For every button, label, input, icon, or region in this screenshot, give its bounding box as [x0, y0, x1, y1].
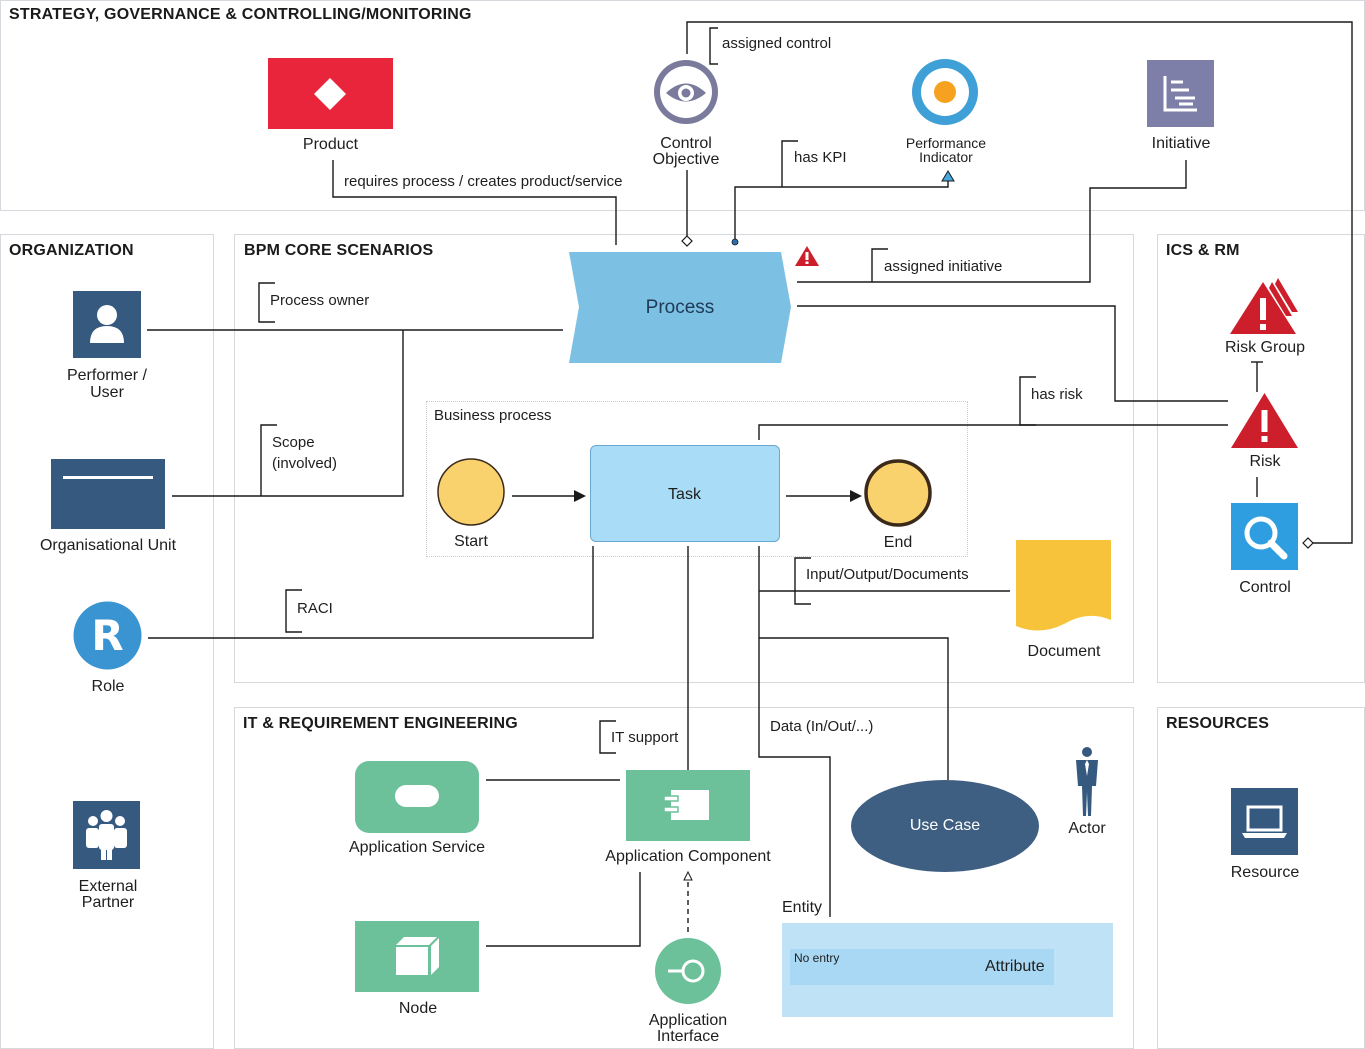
- use-case-label: Use Case: [909, 817, 981, 834]
- start-label: Start: [454, 533, 488, 550]
- edge-process-risk: [797, 305, 1228, 402]
- edge-assigned-control: [686, 21, 1353, 544]
- use-case-shape[interactable]: Use Case: [851, 780, 1039, 872]
- has-kpi-label: has KPI: [794, 149, 847, 166]
- process-label: Process: [645, 297, 715, 318]
- performer-label-1: Performer /: [66, 367, 147, 384]
- task-label: Task: [668, 486, 701, 503]
- product-label: Product: [302, 136, 359, 153]
- app-component-label: Application Component: [605, 848, 771, 865]
- app-service-icon[interactable]: [355, 761, 479, 833]
- ics-title: ICS & RM: [1166, 242, 1240, 259]
- it-support-label: IT support: [611, 729, 679, 746]
- edge-assigned-initiative: [797, 160, 1187, 283]
- app-interface-icon[interactable]: [654, 937, 722, 1005]
- edge-raci: [148, 546, 594, 639]
- document-label: Document: [1027, 643, 1101, 660]
- performance-indicator-label-2: Indicator: [919, 149, 973, 165]
- app-interface-label-1: Application: [648, 1012, 728, 1029]
- control-objective-label-2: Objective: [652, 151, 720, 168]
- risk-icon[interactable]: [1231, 393, 1298, 448]
- marker-kpi: [941, 170, 955, 182]
- control-label: Control: [1239, 579, 1291, 596]
- risk-group-icon[interactable]: [1230, 278, 1300, 334]
- edge-node-component: [486, 872, 641, 947]
- process-shape[interactable]: Process: [569, 252, 791, 363]
- start-event[interactable]: [436, 457, 506, 527]
- resources-title: RESOURCES: [1166, 715, 1270, 732]
- process-risk-warning-icon: [795, 246, 819, 266]
- node-icon[interactable]: [355, 921, 479, 992]
- entity-table[interactable]: No entry Attribute: [782, 923, 1113, 1017]
- process-owner-label: Process owner: [270, 292, 370, 309]
- attribute-row[interactable]: [790, 949, 1054, 985]
- attribute-label: Attribute: [985, 958, 1045, 975]
- eye-icon[interactable]: [652, 58, 720, 126]
- role-label: Role: [91, 678, 125, 695]
- app-component-icon[interactable]: [626, 770, 750, 841]
- document-icon[interactable]: [1016, 540, 1111, 635]
- marker-control: [1302, 537, 1314, 549]
- role-icon[interactable]: R: [73, 601, 142, 670]
- arrowhead-start-task: [574, 490, 586, 502]
- app-service-label: Application Service: [348, 839, 486, 856]
- laptop-icon[interactable]: [1231, 788, 1298, 855]
- bpm-title: BPM CORE SCENARIOS: [244, 242, 434, 259]
- kpi-icon[interactable]: [911, 58, 979, 126]
- business-process-label: Business process: [434, 407, 552, 424]
- edge-requires-process: [332, 160, 617, 245]
- external-partner-label-2: Partner: [81, 894, 135, 911]
- external-partner-label-1: External: [78, 878, 138, 895]
- search-control-icon[interactable]: [1231, 503, 1298, 570]
- actor-icon[interactable]: [1074, 746, 1100, 816]
- assigned-initiative-label: assigned initiative: [884, 258, 1003, 275]
- product-icon[interactable]: [268, 58, 393, 129]
- user-icon[interactable]: [73, 291, 141, 358]
- requires-process-label: requires process / creates product/servi…: [344, 173, 623, 190]
- marker-control-objective: [681, 235, 693, 247]
- it-title: IT & REQUIREMENT ENGINEERING: [243, 715, 518, 732]
- strategy-title: STRATEGY, GOVERNANCE & CONTROLLING/MONIT…: [9, 6, 472, 23]
- control-objective-label-1: Control: [660, 135, 712, 152]
- edge-has-kpi: [734, 180, 949, 242]
- external-partner-icon[interactable]: [73, 801, 140, 869]
- assigned-control-label: assigned control: [722, 35, 832, 52]
- data-label: Data (In/Out/...): [770, 718, 874, 735]
- edge-has-risk: [758, 424, 1228, 440]
- initiative-icon[interactable]: [1147, 60, 1214, 127]
- has-risk-label: has risk: [1031, 386, 1083, 403]
- entity-label: Entity: [782, 899, 823, 916]
- actor-label: Actor: [1068, 820, 1106, 837]
- scope-label-2: (involved): [272, 455, 338, 472]
- risk-group-label: Risk Group: [1224, 339, 1306, 356]
- node-label: Node: [398, 1000, 438, 1017]
- scope-label-1: Scope: [272, 434, 315, 451]
- org-unit-label: Organisational Unit: [39, 537, 177, 554]
- svg-text:R: R: [91, 611, 123, 660]
- io-documents-label: Input/Output/Documents: [806, 566, 969, 583]
- org-unit-icon[interactable]: [51, 459, 165, 529]
- performance-indicator-label-1: Performance: [905, 135, 987, 151]
- performer-label-2: User: [90, 384, 124, 401]
- edge-io-documents: [758, 546, 831, 917]
- no-entry-label: No entry: [794, 951, 840, 965]
- edge-task-usecase: [759, 637, 949, 780]
- business-process-box: [426, 401, 968, 557]
- arrowhead-task-end: [850, 490, 862, 502]
- initiative-label: Initiative: [1151, 135, 1211, 152]
- organization-title: ORGANIZATION: [9, 242, 134, 259]
- task-shape[interactable]: Task: [590, 445, 780, 542]
- marker-kpi-dot: [731, 238, 739, 246]
- resources-panel: [1157, 707, 1365, 1049]
- risk-label: Risk: [1249, 453, 1281, 470]
- app-interface-label-2: Interface: [656, 1028, 720, 1045]
- end-event[interactable]: [863, 458, 933, 528]
- edge-scope: [172, 330, 404, 497]
- resource-label: Resource: [1230, 864, 1300, 881]
- end-label: End: [883, 534, 913, 551]
- raci-label: RACI: [297, 600, 333, 617]
